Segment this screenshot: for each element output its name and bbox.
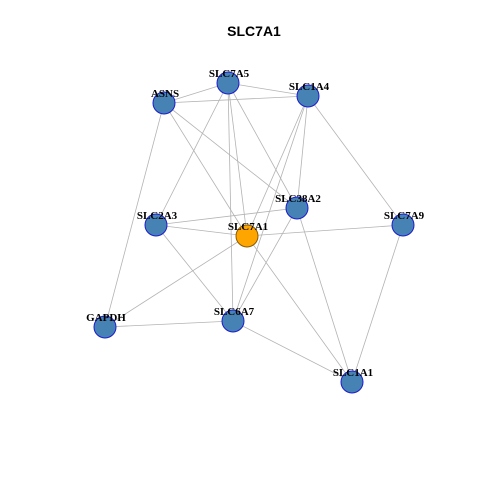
edge-slc7a1-slc1a1 (246, 235, 353, 383)
edge-slc7a5-slc6a7 (227, 82, 234, 322)
node-label-slc7a1: SLC7A1 (228, 221, 268, 233)
edge-gapdh-slc6a7 (104, 320, 234, 328)
edge-slc38a2-slc2a3 (155, 207, 298, 226)
node-slc6a7[interactable] (221, 309, 245, 333)
node-slc7a1[interactable] (235, 224, 259, 248)
node-label-asns: ASNS (151, 88, 179, 100)
node-slc1a1[interactable] (340, 370, 364, 394)
edge-slc2a3-slc6a7 (155, 224, 234, 322)
edge-slc7a5-slc2a3 (155, 82, 229, 226)
node-slc7a5[interactable] (216, 71, 240, 95)
node-label-slc7a9: SLC7A9 (384, 210, 425, 222)
node-label-slc1a1: SLC1A1 (333, 367, 373, 379)
plot-title: SLC7A1 (227, 23, 281, 39)
edge-slc1a4-slc6a7 (232, 95, 309, 322)
edge-slc7a5-slc7a1 (227, 82, 248, 237)
node-label-slc6a7: SLC6A7 (214, 306, 255, 318)
node-label-slc38a2: SLC38A2 (275, 193, 321, 205)
edge-slc7a1-slc7a9 (246, 224, 404, 237)
edge-slc2a3-slc7a1 (155, 224, 248, 237)
edge-asns-slc7a1 (163, 102, 248, 237)
node-slc2a3[interactable] (144, 213, 168, 237)
node-label-slc7a5: SLC7A5 (209, 68, 250, 80)
node-slc1a4[interactable] (296, 84, 320, 108)
edge-slc1a4-slc38a2 (296, 95, 309, 209)
edge-slc1a4-slc7a9 (307, 95, 404, 226)
node-label-slc1a4: SLC1A4 (289, 81, 330, 93)
node-slc7a9[interactable] (391, 213, 415, 237)
edge-slc7a1-gapdh (104, 235, 248, 328)
edge-asns-slc38a2 (163, 102, 298, 209)
edge-asns-gapdh (104, 102, 165, 328)
edge-slc6a7-slc1a1 (232, 320, 353, 383)
edge-slc38a2-slc1a1 (296, 207, 353, 383)
node-gapdh[interactable] (93, 315, 117, 339)
edge-slc7a5-slc1a4 (227, 82, 309, 97)
node-label-slc2a3: SLC2A3 (137, 210, 178, 222)
node-asns[interactable] (152, 91, 176, 115)
node-layer (93, 71, 415, 394)
edge-asns-slc1a4 (163, 95, 309, 104)
edge-layer (104, 82, 404, 383)
edge-slc38a2-slc6a7 (232, 207, 298, 322)
node-slc38a2[interactable] (285, 196, 309, 220)
node-label-gapdh: GAPDH (86, 312, 126, 324)
edge-slc7a5-slc38a2 (227, 82, 298, 209)
edge-slc7a9-slc1a1 (351, 224, 404, 383)
